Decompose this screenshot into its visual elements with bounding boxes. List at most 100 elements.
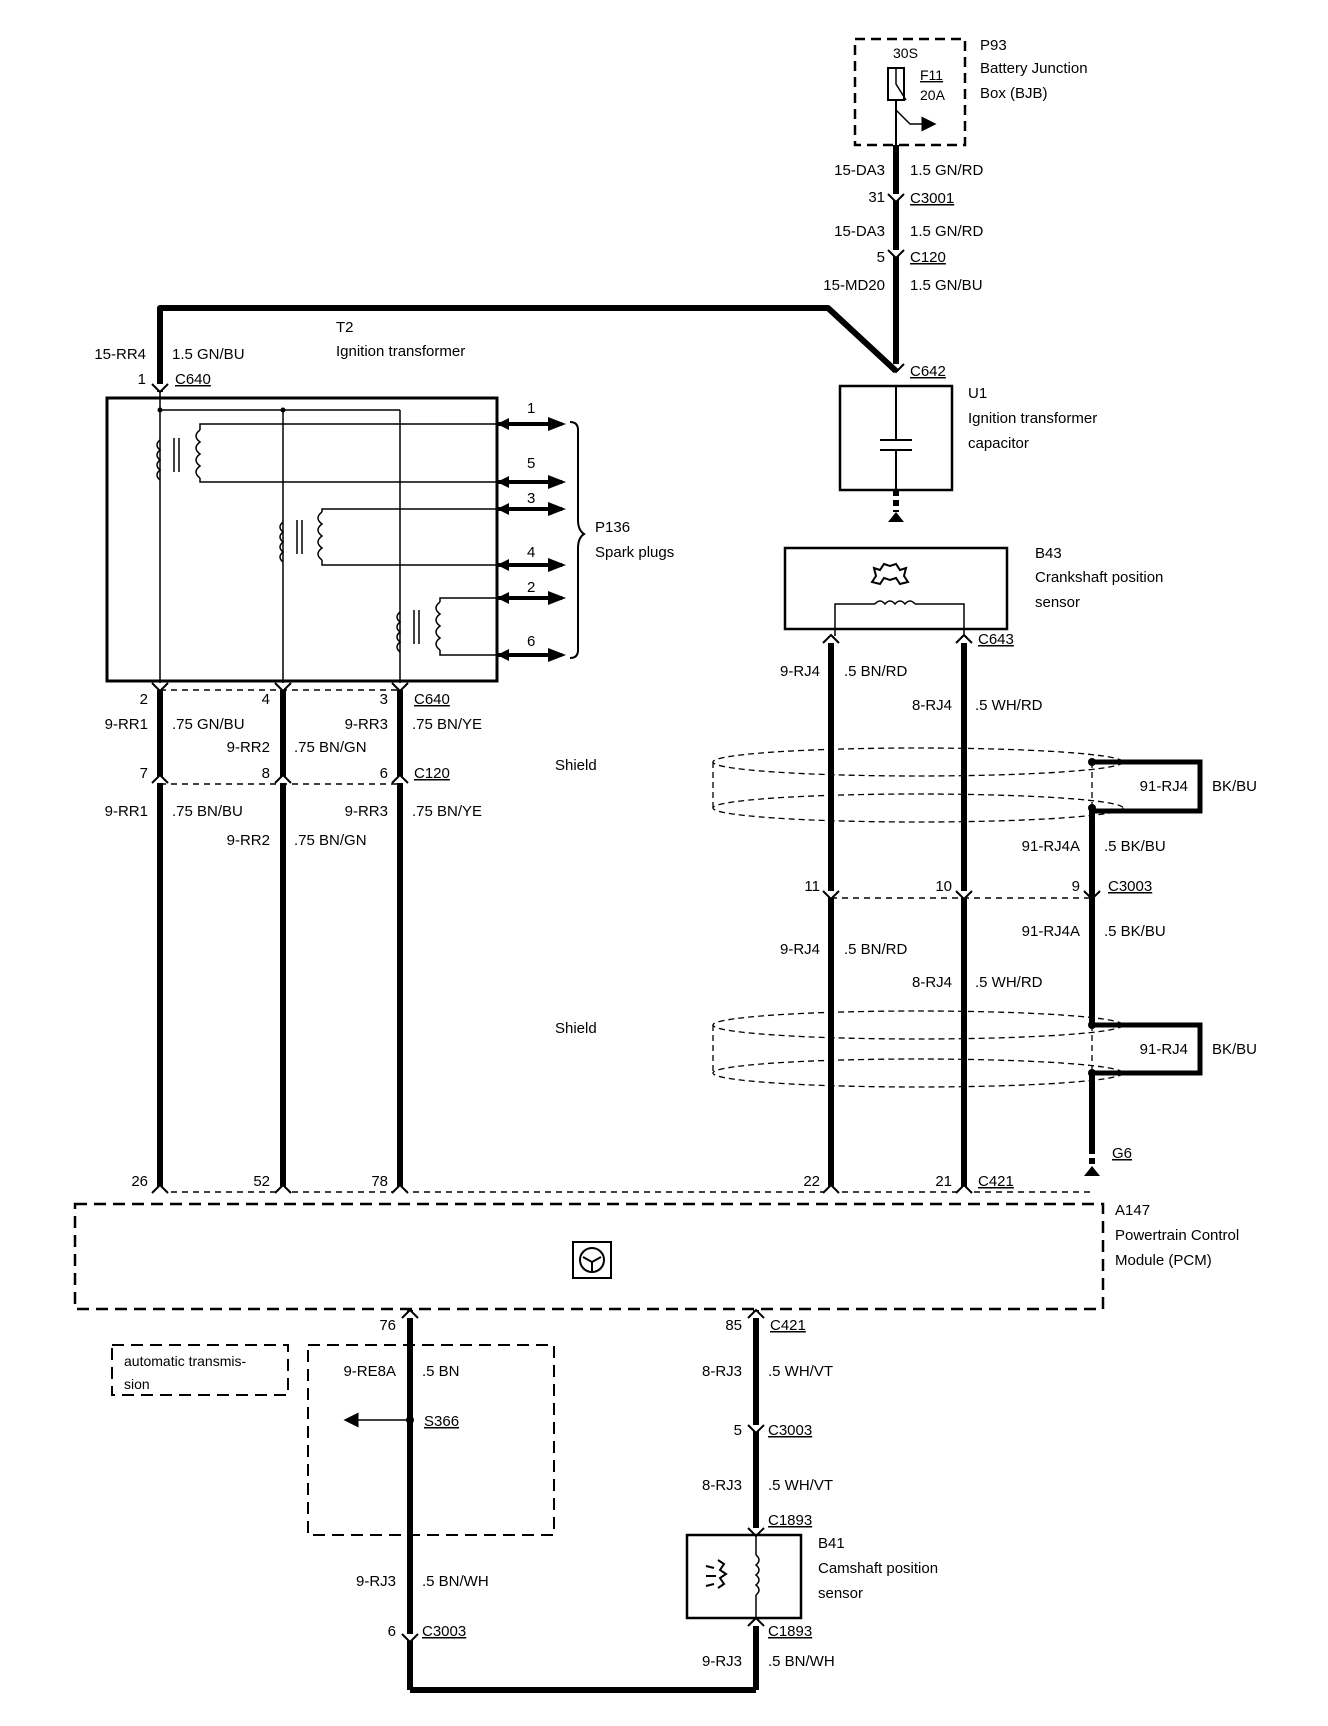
spark-plug-tail-5 [497,592,509,604]
wire-label-rj4-91-2: 91-RJ4 [1140,1041,1188,1058]
pcm-name-line1: Powertrain Control [1115,1227,1239,1244]
bjb-name-line2: Box (BJB) [980,85,1048,102]
ckp-wires: 9-RJ4 .5 BN/RD 8-RJ4 .5 WH/RD Shield 11 … [555,633,1101,1194]
wire-label-rj4a-1: 91-RJ4A [1022,838,1080,855]
transformer-feed-wire: 15-RR4 1.5 GN/BU 1 C640 T2 Ignition tran… [94,305,946,394]
wire-label-rr3-bottom: 9-RR3 [345,803,388,820]
shield-1: 91-RJ4 BK/BU [712,747,1257,823]
wire-color-whvt-top: .5 WH/VT [768,1363,833,1380]
spark-plug-name: Spark plugs [595,544,674,561]
plug-num-6: 6 [527,633,535,650]
wire-label-rj4-9-top: 9-RJ4 [780,663,820,680]
wire-color-bkbu5-1: .5 BK/BU [1104,838,1166,855]
spark-plug-arrow-3 [548,502,566,516]
plug-num-5: 5 [527,455,535,472]
pin-6-c120: 6 [380,765,388,782]
spark-plug-ref: P136 [595,519,630,536]
wire-color-whrd-bottom: .5 WH/RD [975,974,1043,991]
connector-c421-bottom: C421 [770,1317,806,1334]
wire-color-bkbu-2: BK/BU [1212,1041,1257,1058]
spark-plug-arrow-2 [548,475,566,489]
pin-5-c120: 5 [877,249,885,266]
wire-label-rj4-8-bottom: 8-RJ4 [912,974,952,991]
transformer-ref: T2 [336,319,354,336]
pin-22: 22 [803,1173,820,1190]
connector-c640-top: C640 [175,371,211,388]
connector-c3003-right: C3003 [768,1422,812,1439]
pin-7-c120: 7 [140,765,148,782]
pin-31: 31 [868,189,885,206]
pin-85: 85 [725,1317,742,1334]
pin-9-c3003: 9 [1072,878,1080,895]
wire-color-bnye75-bottom: .75 BN/YE [412,803,482,820]
wire-label-rj3-8-top: 8-RJ3 [702,1363,742,1380]
wire-label-md20: 15-MD20 [823,277,885,294]
wire-color-bnrd-top: .5 BN/RD [844,663,908,680]
connector-c640-bottom: C640 [414,691,450,708]
wire-label-rj4-8-top: 8-RJ4 [912,697,952,714]
powertrain-control-module: A147 Powertrain Control Module (PCM) [73,1202,1239,1311]
auto-trans-line1: automatic transmis- [124,1353,246,1369]
cmp-name-line2: sensor [818,1585,863,1602]
wire-color-bkbu5-2: .5 BK/BU [1104,923,1166,940]
wire-label-rj4-91-1: 91-RJ4 [1140,778,1188,795]
pin-5-c3003: 5 [734,1422,742,1439]
pin-4-c640: 4 [262,691,270,708]
crankshaft-position-sensor: B43 Crankshaft position sensor C643 [783,545,1163,648]
spark-plug-tail-6 [497,649,509,661]
wire-label-rr2-top: 9-RR2 [227,739,270,756]
wire-color-bkbu-1: BK/BU [1212,778,1257,795]
spark-plug-tail-2 [497,476,509,488]
pin-3-c640: 3 [380,691,388,708]
pin-26: 26 [131,1173,148,1190]
plug-num-2: 2 [527,579,535,596]
cmp-ref: B41 [818,1535,845,1552]
camshaft-position-sensor [685,1533,803,1620]
pin-52: 52 [253,1173,270,1190]
connector-c120-top: C120 [910,249,946,266]
ignition-transformer-capacitor: U1 Ignition transformer capacitor [838,384,1097,522]
wire-color-bnye75-top: .75 BN/YE [412,716,482,733]
wire-color-bnrd-bottom: .5 BN/RD [844,941,908,958]
plug-num-3: 3 [527,490,535,507]
wire-label-rj4-9-bottom: 9-RJ4 [780,941,820,958]
wire-color-gnbu75: .75 GN/BU [172,716,245,733]
wire-color-whrd-top: .5 WH/RD [975,697,1043,714]
wire-label-da3-2: 15-DA3 [834,223,885,240]
pin-76: 76 [379,1317,396,1334]
wire-label-rr3-top: 9-RR3 [345,716,388,733]
wire-color-bngn75-top: .75 BN/GN [294,739,367,756]
wire-color-bnwh-right: .5 BN/WH [768,1653,835,1670]
wire-label-rr2-bottom: 9-RR2 [227,832,270,849]
connector-c1893-bottom: C1893 [768,1623,812,1640]
ckp-name-line2: sensor [1035,594,1080,611]
shield-label-1: Shield [555,757,597,774]
wire-label-rr4: 15-RR4 [94,346,146,363]
ignition-transformer [105,392,500,690]
wire-color-whvt-bottom: .5 WH/VT [768,1477,833,1494]
spark-plug-arrows [497,417,566,662]
ckp-name-line1: Crankshaft position [1035,569,1163,586]
pin-11: 11 [804,878,820,895]
connector-c643: C643 [978,631,1014,648]
connector-c421-top: C421 [978,1173,1014,1190]
spark-plug-arrow-1 [548,417,566,431]
spark-plug-arrow-5 [548,591,566,605]
bjb-ref: P93 [980,37,1007,54]
pin-10: 10 [935,878,952,895]
bjb-terminal-label: 30S [893,45,918,61]
pcm-ref: A147 [1115,1202,1150,1219]
ckp-ref: B43 [1035,545,1062,562]
wire-color-gnrd-1: 1.5 GN/RD [910,162,984,179]
connector-c3003-top: C3003 [1108,878,1152,895]
wire-color-bn: .5 BN [422,1363,460,1380]
wire-label-rj4a-2: 91-RJ4A [1022,923,1080,940]
shield-2: 91-RJ4 BK/BU [712,1010,1257,1088]
fuse-rating: 20A [920,87,946,103]
spark-plug-arrow-6 [548,648,566,662]
wire-color-bnwh-left: .5 BN/WH [422,1573,489,1590]
connector-c642: C642 [910,363,946,380]
ground-symbol-g6 [1084,1166,1100,1176]
pin-21: 21 [935,1173,952,1190]
supply-wire: 15-DA3 1.5 GN/RD 31 C3001 15-DA3 1.5 GN/… [823,145,984,374]
